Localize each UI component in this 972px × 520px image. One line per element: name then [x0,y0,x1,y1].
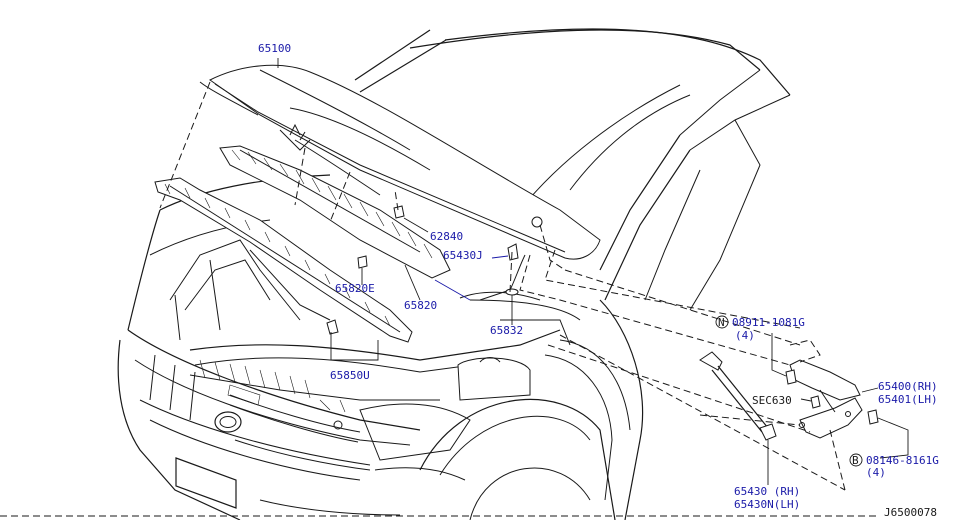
symbol-n-circle [715,315,729,329]
assembly-lines [0,81,880,517]
label-sec: SEC630 [752,394,792,407]
label-stay-lh: 65430N(LH) [734,498,800,511]
leader-lines [277,58,909,485]
label-bolt-n-symbol: N [718,316,725,329]
hood-stay [699,351,777,441]
diagram-ref-code: J6500078 [884,506,937,519]
part-labels: 65100 62840 65430J 65820E 65820 65832 65… [258,42,939,519]
symbol-b-circle [849,453,863,467]
label-bolt-b: 08146-8161G [866,454,939,467]
hood-panel [199,64,601,301]
label-bolt-b-qty: (4) [866,466,886,479]
hood-hinge [785,359,879,439]
label-bolt-n-qty: (4) [735,329,755,342]
front-seal-strip [154,177,413,343]
label-seal-clip: 65820E [335,282,375,295]
label-bumper: 65832 [490,324,523,337]
label-bolt-b-symbol: B [852,454,859,467]
car-body [117,28,791,520]
cowl-top-seal [219,145,451,279]
label-hood: 65100 [258,42,291,55]
label-insulator: 62840 [430,230,463,243]
label-stay-rh: 65430 (RH) [734,485,800,498]
small-fasteners [289,123,519,335]
label-seal: 65820 [404,299,437,312]
label-bolt-n: 08911-1081G [732,316,805,329]
label-hinge-lh: 65401(LH) [878,393,938,406]
label-striker: 65430J [443,249,483,262]
label-hinge-rh: 65400(RH) [878,380,938,393]
label-clip: 65850U [330,369,370,382]
